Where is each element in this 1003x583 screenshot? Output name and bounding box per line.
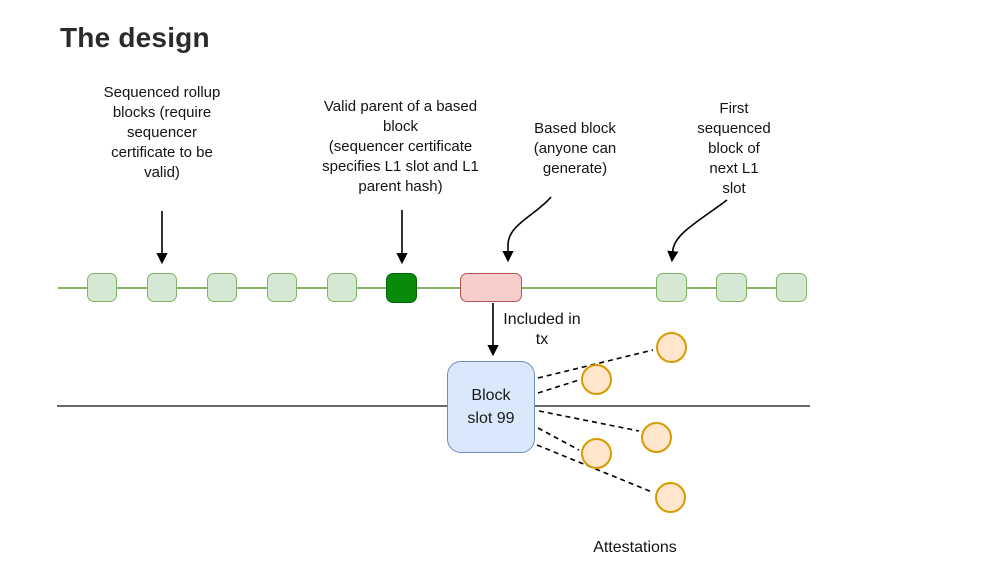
attestation-circle bbox=[656, 332, 687, 363]
sequenced-rollup-block bbox=[776, 273, 807, 302]
page-title: The design bbox=[60, 22, 210, 53]
attestation-circle bbox=[641, 422, 672, 453]
attestation-circle bbox=[581, 438, 612, 469]
attestation-circle bbox=[581, 364, 612, 395]
arrow-first-sequenced bbox=[667, 199, 728, 263]
valid-parent-block bbox=[386, 273, 417, 303]
sequenced-rollup-block bbox=[716, 273, 747, 302]
label-based-block: Based block (anyone can generate) bbox=[533, 120, 617, 177]
sequenced-rollup-block bbox=[327, 273, 357, 302]
label-included-in-tx: Included in tx bbox=[503, 311, 581, 348]
l1-block-slot-99: Block slot 99 bbox=[447, 361, 535, 453]
label-first-sequenced-block: First sequenced block of next L1 slot bbox=[697, 100, 771, 197]
attestation-link-2 bbox=[537, 379, 580, 394]
sequenced-rollup-block bbox=[267, 273, 297, 302]
label-sequenced-rollup-blocks: Sequenced rollup blocks (require sequenc… bbox=[103, 84, 221, 181]
attestation-circle bbox=[655, 482, 686, 513]
label-valid-parent: Valid parent of a based block (sequencer… bbox=[322, 98, 479, 195]
first-sequenced-block-next-slot bbox=[656, 273, 687, 302]
sequenced-rollup-block bbox=[207, 273, 237, 302]
arrow-based-block bbox=[502, 196, 552, 263]
sequenced-rollup-block bbox=[87, 273, 117, 302]
attestation-link-4 bbox=[537, 427, 580, 451]
attestation-link-5 bbox=[536, 444, 653, 493]
label-attestations: Attestations bbox=[593, 539, 677, 556]
based-block bbox=[460, 273, 522, 302]
attestation-link-3 bbox=[538, 410, 640, 432]
sequenced-rollup-block bbox=[147, 273, 177, 302]
attestation-link-1 bbox=[537, 349, 654, 379]
